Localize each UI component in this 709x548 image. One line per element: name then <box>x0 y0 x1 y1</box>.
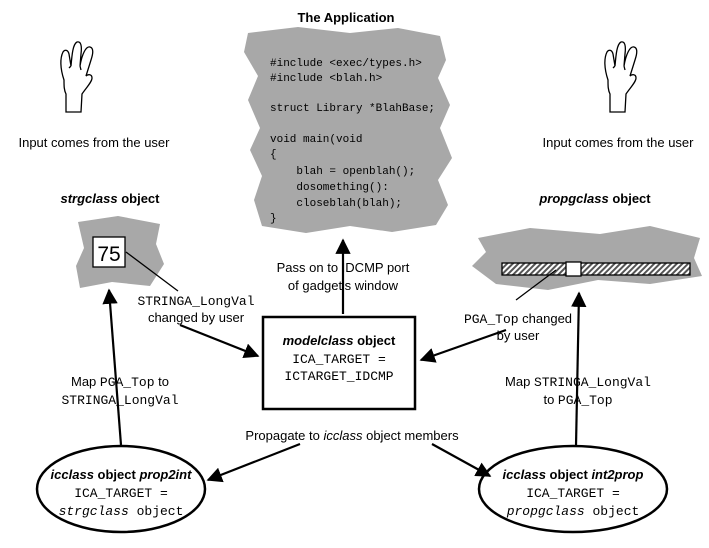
icclass-int2prop-ellipse <box>477 444 669 534</box>
right-map-line2-code: PGA_Top <box>558 393 613 408</box>
icclass-int2prop-title: icclass object int2prop <box>503 467 644 482</box>
int2prop-line2: propgclass object <box>506 504 640 519</box>
code-line: closeblah(blah); <box>270 198 402 210</box>
strgclass-title-class: strgclass <box>61 191 118 206</box>
left-map-line1: Map PGA_Top to <box>71 374 169 390</box>
modelclass-line1: ICA_TARGET = <box>292 352 386 367</box>
int2prop-title-mid: object <box>546 467 592 482</box>
strgclass-callout-line <box>125 251 179 292</box>
icclass-prop2int-title: icclass object prop2int <box>51 467 193 482</box>
propgclass-title-class: propgclass <box>538 191 608 206</box>
left-map-to: to <box>155 374 169 389</box>
propagate-rest: object members <box>362 428 459 443</box>
propgclass-title-rest: object <box>609 191 652 206</box>
int2prop-line1: ICA_TARGET = <box>526 486 620 501</box>
left-map-text: Map <box>71 374 100 389</box>
strgclass-object-title: strgclass object <box>61 191 161 206</box>
prop2int-line2: strgclass object <box>59 504 184 519</box>
arrow-model-to-prop2int <box>206 442 301 483</box>
propagate-text: Propagate to <box>245 428 323 443</box>
right-map-line1: Map STRINGA_LongVal <box>505 374 651 390</box>
strgclass-title-rest: object <box>118 191 161 206</box>
prop2int-title-mid: object <box>94 467 140 482</box>
arrow-propgclass-to-model <box>419 328 507 363</box>
prop2int-line1: ICA_TARGET = <box>74 486 168 501</box>
pgatop-changed-text: changed <box>519 311 573 326</box>
modelclass-title: modelclass object <box>283 333 396 348</box>
propagate-italic: icclass <box>323 428 363 443</box>
arrow-int2prop-to-propgclass <box>571 291 587 447</box>
arrow-prop2int-to-strgclass <box>102 288 123 446</box>
slider-track[interactable] <box>501 262 691 276</box>
prop2int-title-class: icclass <box>51 467 94 482</box>
code-line: } <box>270 213 277 225</box>
modelclass-object-box <box>261 315 417 411</box>
code-line: struct Library *BlahBase; <box>270 103 435 115</box>
int2prop-line2-class: propgclass <box>506 504 585 519</box>
modelclass-line2: ICTARGET_IDCMP <box>284 369 393 384</box>
left-map-line2: STRINGA_LongVal <box>61 393 178 408</box>
int2prop-title-class: icclass <box>503 467 546 482</box>
int2prop-title-name: int2prop <box>591 467 643 482</box>
app-code: #include <exec/types.h> #include <blah.h… <box>270 58 435 225</box>
app-code-background <box>244 27 452 233</box>
code-line: blah = openblah(); <box>270 166 415 178</box>
propgclass-object-title: propgclass object <box>538 191 651 206</box>
slider-knob[interactable] <box>565 261 582 277</box>
prop2int-line2-class: strgclass <box>59 504 129 519</box>
prop2int-line2-rest: object <box>129 504 184 519</box>
code-line: void main(void <box>270 134 362 146</box>
modelclass-title-rest: object <box>353 333 396 348</box>
right-input-label: Input comes from the user <box>542 135 694 150</box>
propagate-label: Propagate to icclass object members <box>245 428 459 443</box>
arrow-strgclass-to-model <box>179 323 260 359</box>
code-line: #include <exec/types.h> <box>270 58 422 70</box>
code-line: dosomething(): <box>270 182 389 194</box>
code-line: #include <blah.h> <box>270 73 382 85</box>
pgatop-changed-label: PGA_Top changed <box>464 311 572 327</box>
hand-pointer-icon-left <box>60 41 94 113</box>
propgclass-callout-line <box>515 269 557 301</box>
prop2int-title-name: prop2int <box>138 467 192 482</box>
arrow-model-to-int2prop <box>431 443 492 477</box>
stringa-changed-code: STRINGA_LongVal <box>137 294 254 309</box>
app-title: The Application <box>297 10 394 25</box>
string-gadget-box[interactable] <box>92 236 126 268</box>
left-input-label: Input comes from the user <box>18 135 170 150</box>
hand-pointer-icon-right <box>604 41 638 113</box>
string-gadget-value: 75 <box>97 243 120 266</box>
right-map-line2: to PGA_Top <box>543 392 612 408</box>
int2prop-line2-rest: object <box>585 504 640 519</box>
propgclass-shadow <box>472 226 702 290</box>
code-line: { <box>270 149 277 161</box>
right-map-code: STRINGA_LongVal <box>534 375 651 390</box>
right-map-text: Map <box>505 374 534 389</box>
modelclass-title-class: modelclass <box>283 333 354 348</box>
icclass-prop2int-ellipse <box>35 444 207 534</box>
right-map-to: to <box>543 392 557 407</box>
pgatop-changed-text2: by user <box>497 328 540 343</box>
left-map-code: PGA_Top <box>100 375 155 390</box>
stringa-changed-text: changed by user <box>148 310 245 325</box>
pgatop-changed-code: PGA_Top <box>464 312 519 327</box>
